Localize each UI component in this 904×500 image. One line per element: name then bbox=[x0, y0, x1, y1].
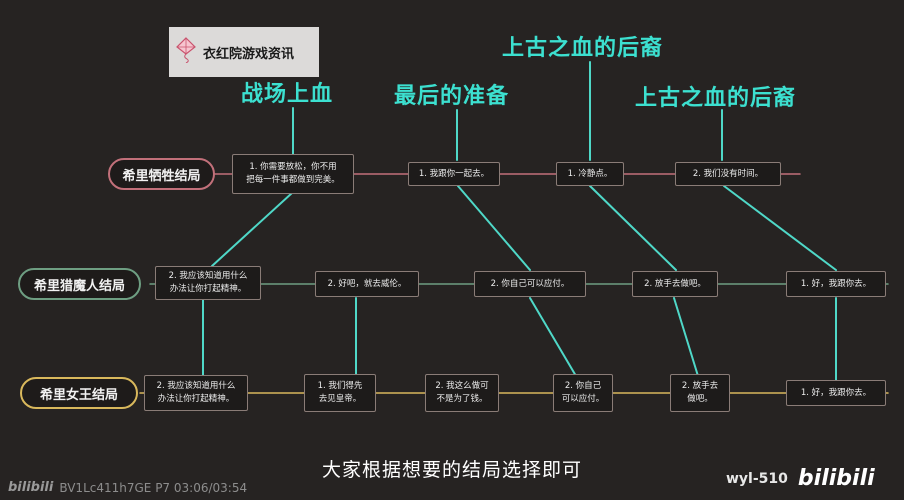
branch-connector bbox=[457, 185, 531, 271]
brand-name: 衣红院游戏资讯 bbox=[203, 46, 295, 62]
branch-connector bbox=[673, 297, 699, 377]
branch-connector bbox=[529, 297, 577, 377]
branch-connector bbox=[211, 192, 293, 267]
video-subtitle: 大家根据想要的结局选择即可 bbox=[321, 459, 582, 481]
dialogue-option: 1. 我跟你一起去。 bbox=[408, 162, 500, 186]
dialogue-option: 2. 我这么做可 不是为了钱。 bbox=[425, 374, 499, 412]
brand-watermark: 衣红院游戏资讯 bbox=[169, 27, 319, 77]
dialogue-option: 1. 你需要放松，你不用 把每一件事都做到完美。 bbox=[232, 154, 354, 194]
dialogue-option: 2. 好吧，就去威伦。 bbox=[315, 271, 419, 297]
dialogue-option: 1. 好，我跟你去。 bbox=[786, 380, 886, 406]
dialogue-option: 1. 冷静点。 bbox=[556, 162, 624, 186]
branch-connector bbox=[723, 185, 837, 271]
dialogue-option: 2. 放手去做吧。 bbox=[632, 271, 718, 297]
ending-empress: 希里女王结局 bbox=[20, 377, 138, 409]
uploader-name: wyl-510 bbox=[726, 470, 788, 487]
heading-elder-blood: 上古之血的后裔 bbox=[635, 86, 797, 111]
dialogue-option: 1. 我们得先 去见皇帝。 bbox=[304, 374, 376, 412]
bilibili-logo: bilibili bbox=[8, 480, 54, 495]
kite-icon bbox=[175, 37, 197, 67]
dialogue-option: 2. 我们没有时间。 bbox=[675, 162, 781, 186]
heading-battlefield: 战场上血 bbox=[241, 82, 334, 107]
branch-connector bbox=[589, 185, 677, 271]
ending-sacrifice: 希里牺牲结局 bbox=[108, 158, 215, 190]
video-id-timestamp: BV1Lc411h7GE P7 03:06/03:54 bbox=[59, 480, 248, 495]
dialogue-option: 2. 我应该知道用什么 办法让你打起精神。 bbox=[155, 266, 261, 300]
heading-final-preparation: 最后的准备 bbox=[394, 84, 510, 109]
ending-witcher: 希里猎魔人结局 bbox=[18, 268, 141, 300]
video-info-bar: bilibili BV1Lc411h7GE P7 03:06/03:54 bbox=[8, 480, 247, 495]
bilibili-logo: bilibili bbox=[797, 466, 875, 491]
dialogue-option: 2. 我应该知道用什么 办法让你打起精神。 bbox=[144, 375, 248, 411]
dialogue-option: 2. 你自己 可以应付。 bbox=[553, 374, 613, 412]
dialogue-option: 1. 好，我跟你去。 bbox=[786, 271, 886, 297]
heading-elder-blood-top: 上古之血的后裔 bbox=[502, 36, 664, 61]
uploader-watermark: wyl-510 bilibili bbox=[726, 466, 875, 491]
dialogue-option: 2. 你自己可以应付。 bbox=[474, 271, 586, 297]
dialogue-option: 2. 放手去 做吧。 bbox=[670, 374, 730, 412]
